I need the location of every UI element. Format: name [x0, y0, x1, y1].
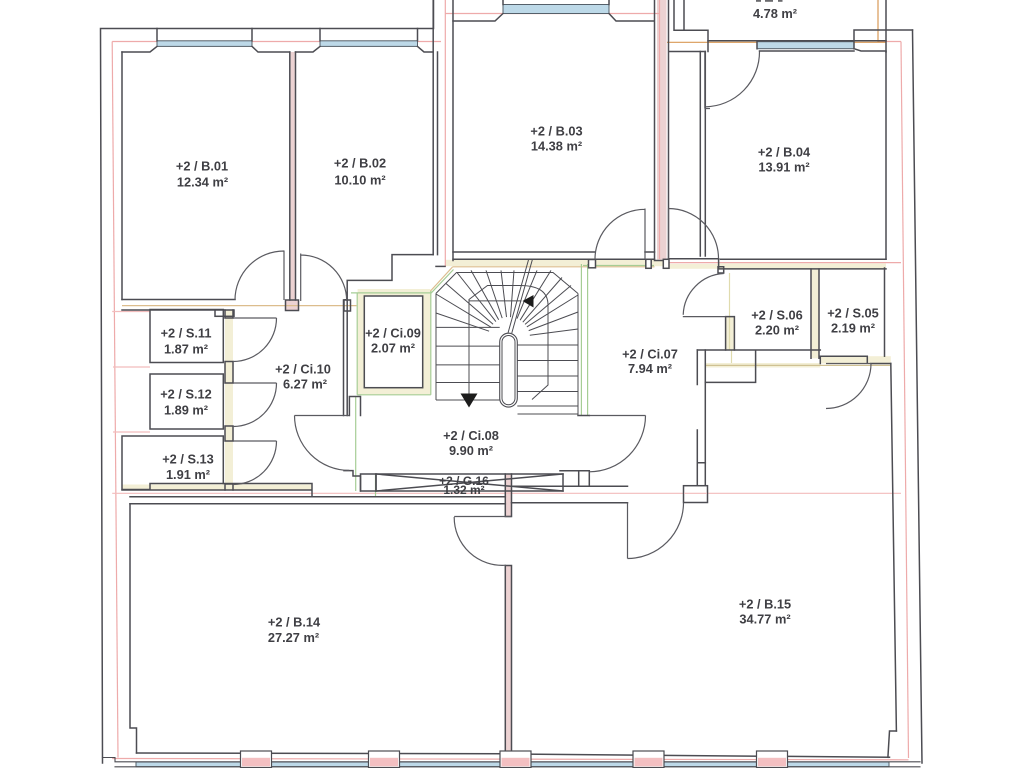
svg-text:+2 / S.06: +2 / S.06: [751, 308, 803, 323]
svg-text:14.38 m²: 14.38 m²: [531, 139, 582, 154]
svg-text:1.89 m²: 1.89 m²: [164, 403, 208, 418]
svg-text:+2 / G.16: +2 / G.16: [439, 474, 489, 488]
svg-text:+2 / S.05: +2 / S.05: [827, 306, 879, 321]
svg-text:4.78 m²: 4.78 m²: [753, 6, 797, 21]
svg-text:10.10 m²: 10.10 m²: [334, 173, 385, 188]
svg-text:+2 / Ci.09: +2 / Ci.09: [365, 326, 421, 341]
svg-text:13.91 m²: 13.91 m²: [758, 160, 809, 175]
svg-text:1.32 m²: 1.32 m²: [443, 483, 484, 497]
svg-text:12.34 m²: 12.34 m²: [177, 175, 228, 190]
svg-text:1.87 m²: 1.87 m²: [164, 342, 208, 357]
svg-text:7.94 m²: 7.94 m²: [628, 361, 672, 376]
svg-text:+2 / B.14: +2 / B.14: [268, 615, 321, 630]
svg-text:+2 / Ci.08: +2 / Ci.08: [443, 428, 499, 443]
svg-text:+2 / Ci.07: +2 / Ci.07: [622, 347, 678, 362]
svg-text:2.07 m²: 2.07 m²: [371, 341, 415, 356]
svg-text:+2 / B.01: +2 / B.01: [176, 159, 228, 174]
svg-text:+2 / S.12: +2 / S.12: [160, 387, 212, 402]
svg-text:34.77 m²: 34.77 m²: [739, 612, 790, 627]
svg-text:+2 / B.15: +2 / B.15: [739, 597, 791, 612]
svg-text:+2 / S.11: +2 / S.11: [161, 326, 212, 341]
svg-text:1.91 m²: 1.91 m²: [166, 467, 210, 482]
svg-text:+2 / Ci.10: +2 / Ci.10: [275, 362, 331, 377]
svg-text:9.90 m²: 9.90 m²: [449, 443, 493, 458]
svg-text:27.27 m²: 27.27 m²: [268, 630, 319, 645]
svg-text:+2 / B.02: +2 / B.02: [334, 156, 386, 171]
svg-text:+2 / B.04: +2 / B.04: [758, 145, 811, 160]
svg-text:6.27 m²: 6.27 m²: [283, 377, 327, 392]
svg-text:+2 / S.13: +2 / S.13: [162, 452, 214, 467]
svg-text:2.19 m²: 2.19 m²: [831, 321, 875, 336]
svg-text:+2 / B.03: +2 / B.03: [530, 124, 582, 139]
svg-text:2.20 m²: 2.20 m²: [755, 323, 799, 338]
